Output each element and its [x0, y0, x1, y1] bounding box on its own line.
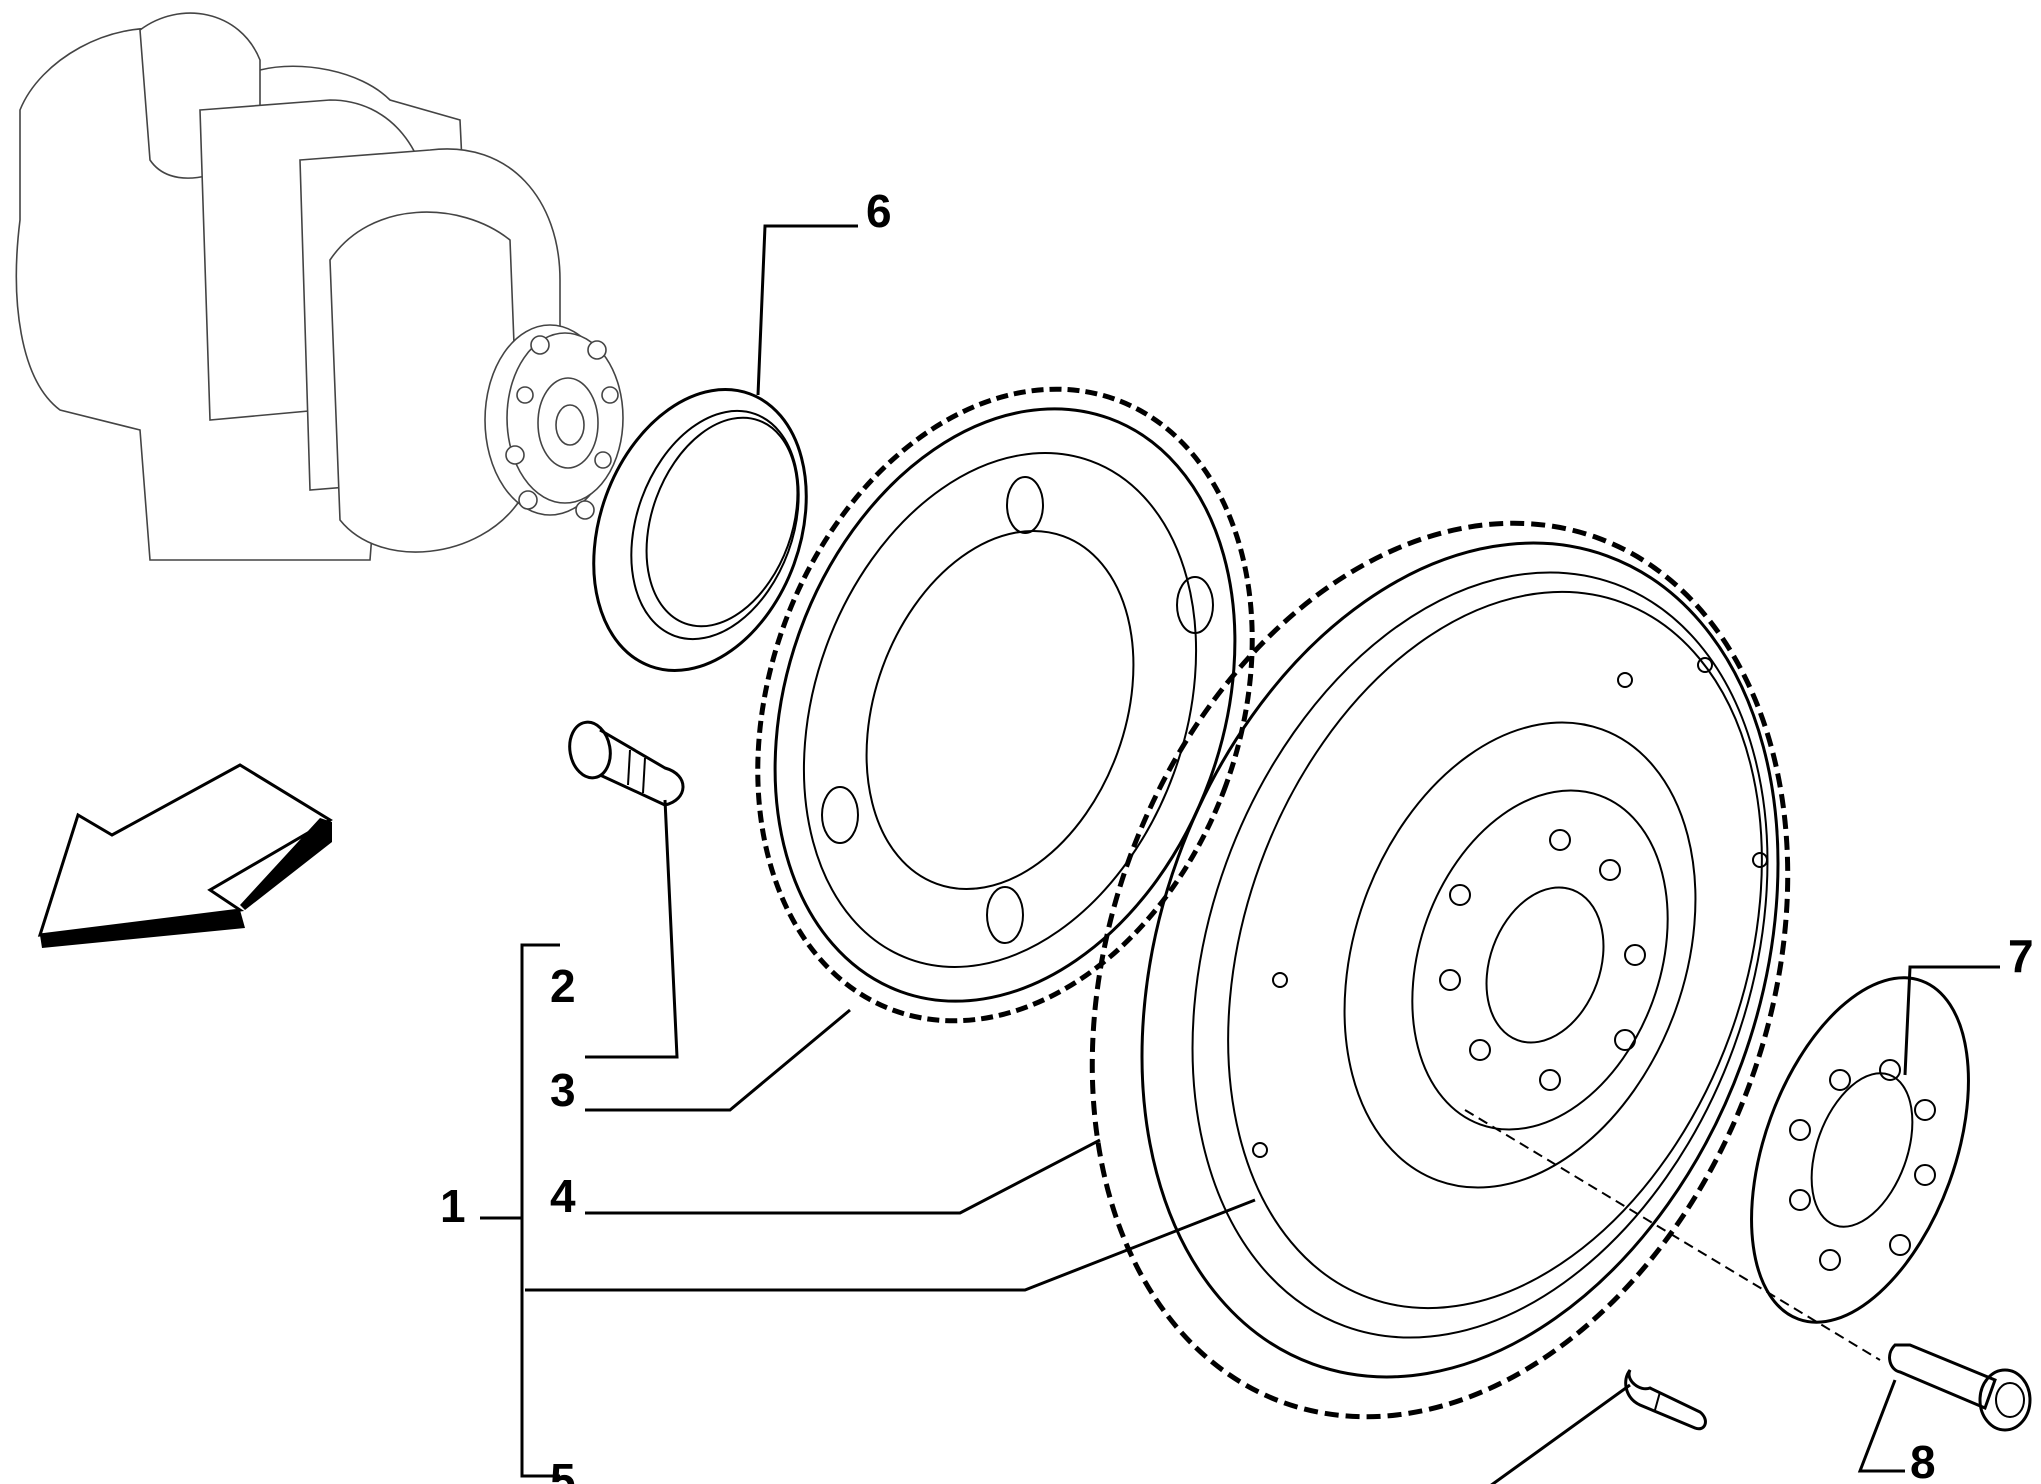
callout-labels: 1 2 3 4 5 6 7 8 — [440, 185, 2034, 1484]
washer-plate — [1750, 976, 1970, 1324]
callout-2: 2 — [550, 960, 576, 1012]
axis-line — [1464, 1109, 1881, 1361]
callout-7: 7 — [2008, 930, 2034, 982]
callout-6: 6 — [866, 185, 892, 237]
crankshaft — [15, 12, 624, 561]
leader-lines — [480, 224, 2000, 1484]
flywheel — [1089, 520, 1791, 1420]
seal-ring — [592, 388, 808, 672]
callout-1: 1 — [440, 1180, 466, 1232]
bolt-part-2 — [568, 720, 685, 807]
callout-5: 5 — [550, 1454, 576, 1484]
direction-arrow — [37, 763, 333, 948]
dowel-pin — [1624, 1369, 1707, 1431]
ring-gear — [755, 386, 1255, 1024]
callout-3: 3 — [550, 1064, 576, 1116]
callout-8: 8 — [1910, 1436, 1936, 1484]
callout-4: 4 — [550, 1170, 576, 1222]
bolt-part-8 — [1888, 1343, 2032, 1432]
